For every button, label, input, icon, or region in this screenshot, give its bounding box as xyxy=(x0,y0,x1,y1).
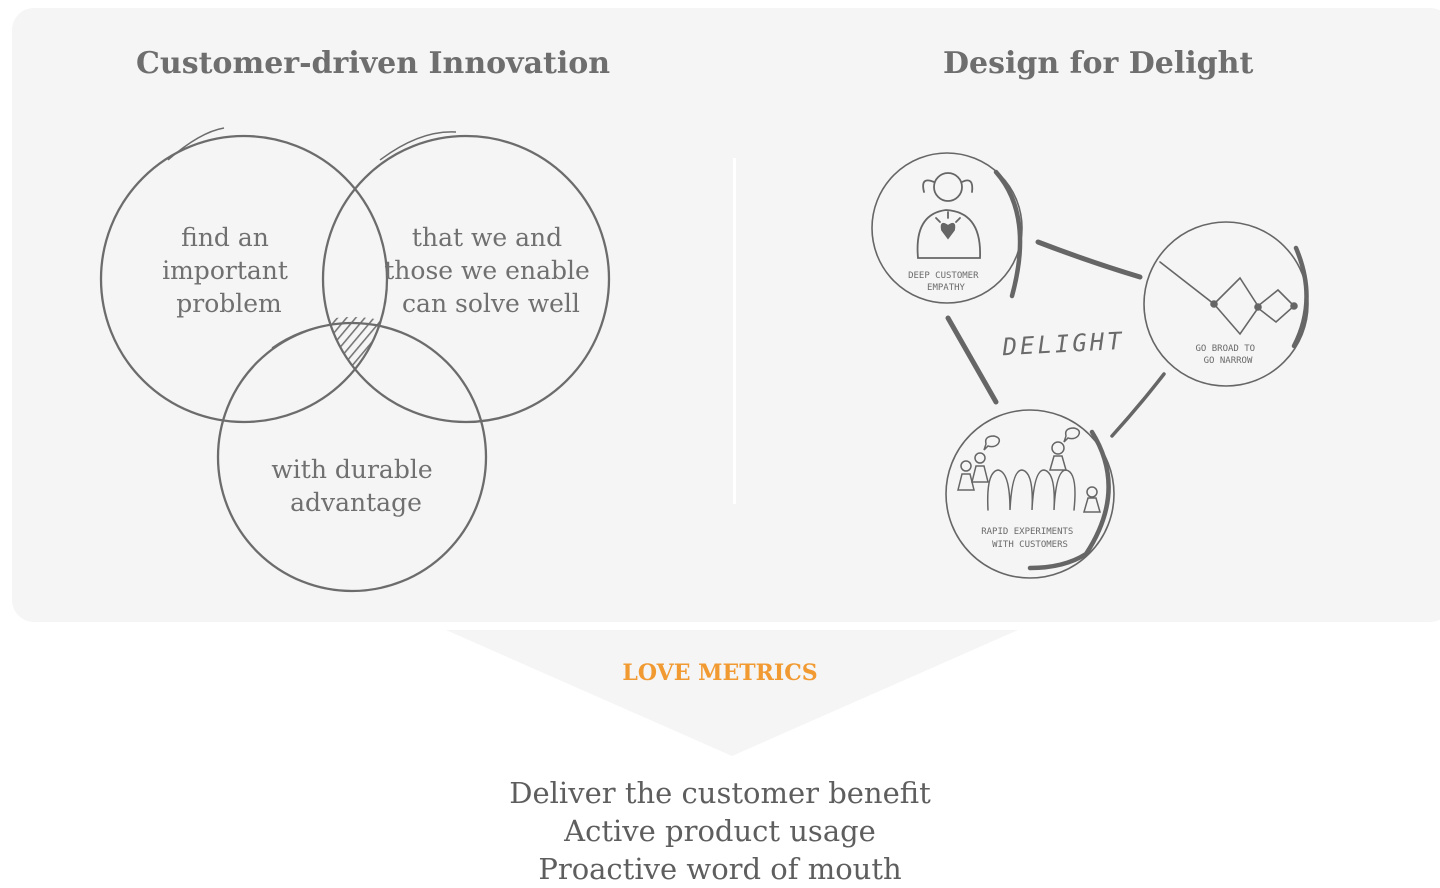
metric-item: Deliver the customer benefit xyxy=(509,776,931,810)
experiments-node: RAPID EXPERIMENTS WITH CUSTOMERS xyxy=(945,409,1115,579)
venn-label-advantage: with durable advantage xyxy=(271,455,440,517)
people-loops-icon xyxy=(957,427,1101,513)
venn-diagram: find an important problem that we and th… xyxy=(99,127,611,593)
content-panel xyxy=(12,8,1440,622)
broad-narrow-node: GO BROAD TO GO NARROW xyxy=(1143,221,1309,387)
venn-label-problem: find an important problem xyxy=(162,223,296,318)
love-metrics-label: LOVE METRICS xyxy=(622,660,818,686)
delight-diagram: DEEP CUSTOMER EMPATHY GO BROAD TO GO NAR… xyxy=(871,152,1309,579)
delight-center-label: DELIGHT xyxy=(1001,327,1125,361)
empathy-node: DEEP CUSTOMER EMPATHY xyxy=(871,152,1023,304)
connector-broad-experiments xyxy=(1110,372,1166,438)
broad-narrow-label: GO BROAD TO GO NARROW xyxy=(1195,344,1260,366)
venn-triple-overlap xyxy=(323,317,387,422)
metric-item: Active product usage xyxy=(564,814,876,848)
diverge-converge-icon xyxy=(1159,261,1298,336)
experiments-label: RAPID EXPERIMENTS WITH CUSTOMERS xyxy=(981,527,1079,550)
love-metrics-chevron xyxy=(446,630,1018,756)
love-metrics-list: Deliver the customer benefit Active prod… xyxy=(0,774,1440,888)
venn-circle-solve xyxy=(321,134,611,424)
person-heart-icon xyxy=(916,172,981,259)
right-section-title: Design for Delight xyxy=(943,46,1254,81)
venn-label-solve: that we and those we enable can solve we… xyxy=(384,223,597,318)
venn-circle-advantage xyxy=(216,321,488,593)
venn-circle-problem xyxy=(99,134,389,424)
left-section-title: Customer-driven Innovation xyxy=(136,46,611,81)
connector-empathy-broad xyxy=(1035,239,1143,280)
section-divider xyxy=(733,158,736,504)
metric-item: Proactive word of mouth xyxy=(538,852,902,886)
connector-empathy-experiments xyxy=(945,315,999,405)
empathy-label: DEEP CUSTOMER EMPATHY xyxy=(908,271,984,293)
